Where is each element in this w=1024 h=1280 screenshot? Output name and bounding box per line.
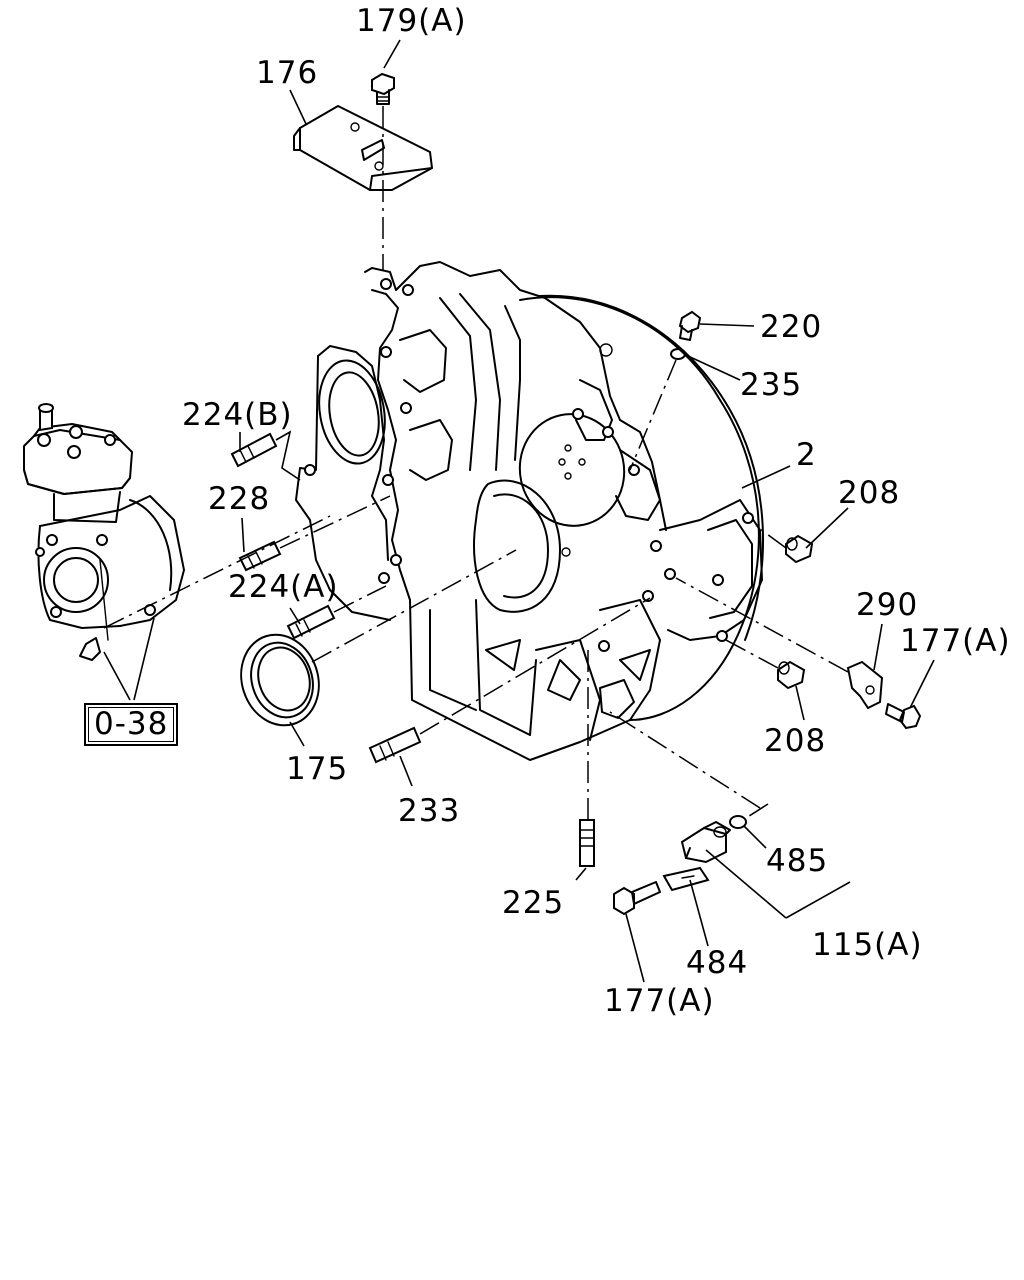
bracket-176 [293, 105, 433, 191]
label-484: 484 [686, 945, 749, 981]
flywheel-housing-2 [295, 261, 765, 761]
label-233: 233 [398, 793, 461, 829]
label-225: 225 [502, 885, 565, 921]
label-115a: 115(A) [812, 927, 923, 963]
label-179a: 179(A) [356, 3, 467, 39]
plug-208-top [785, 534, 814, 564]
label-228: 228 [208, 481, 271, 517]
label-290: 290 [856, 587, 919, 623]
label-224a: 224(A) [228, 569, 339, 605]
oil-seal-175 [240, 633, 320, 727]
label-235: 235 [740, 367, 803, 403]
label-175: 175 [286, 751, 349, 787]
reference-box-0-38[interactable]: 0-38 [84, 703, 179, 746]
o-ring-235 [670, 348, 686, 360]
bolt-177a-right [885, 703, 922, 730]
air-compressor [23, 403, 185, 661]
label-177a-right: 177(A) [900, 623, 1011, 659]
label-220: 220 [760, 309, 823, 345]
stud-225 [579, 819, 595, 867]
label-208-top: 208 [838, 475, 901, 511]
label-208-bottom: 208 [764, 723, 827, 759]
label-2: 2 [796, 437, 817, 473]
o-ring-485 [729, 815, 747, 829]
stud-224a [286, 604, 336, 640]
bolt-179a [371, 72, 395, 105]
plate-484 [662, 866, 710, 892]
stud-233 [368, 726, 422, 764]
bolt-220 [678, 310, 702, 341]
leader-lines [103, 39, 935, 983]
label-224b: 224(B) [182, 397, 293, 433]
speed-sensor-115a [680, 821, 731, 864]
label-176: 176 [256, 55, 319, 91]
stud-224b [230, 432, 278, 468]
bolt-177a-bottom [613, 881, 661, 916]
bracket-290 [846, 660, 884, 710]
label-485: 485 [766, 843, 829, 879]
label-177a-bottom: 177(A) [604, 983, 715, 1019]
plug-208-bottom [777, 660, 806, 690]
stud-228 [238, 540, 282, 572]
